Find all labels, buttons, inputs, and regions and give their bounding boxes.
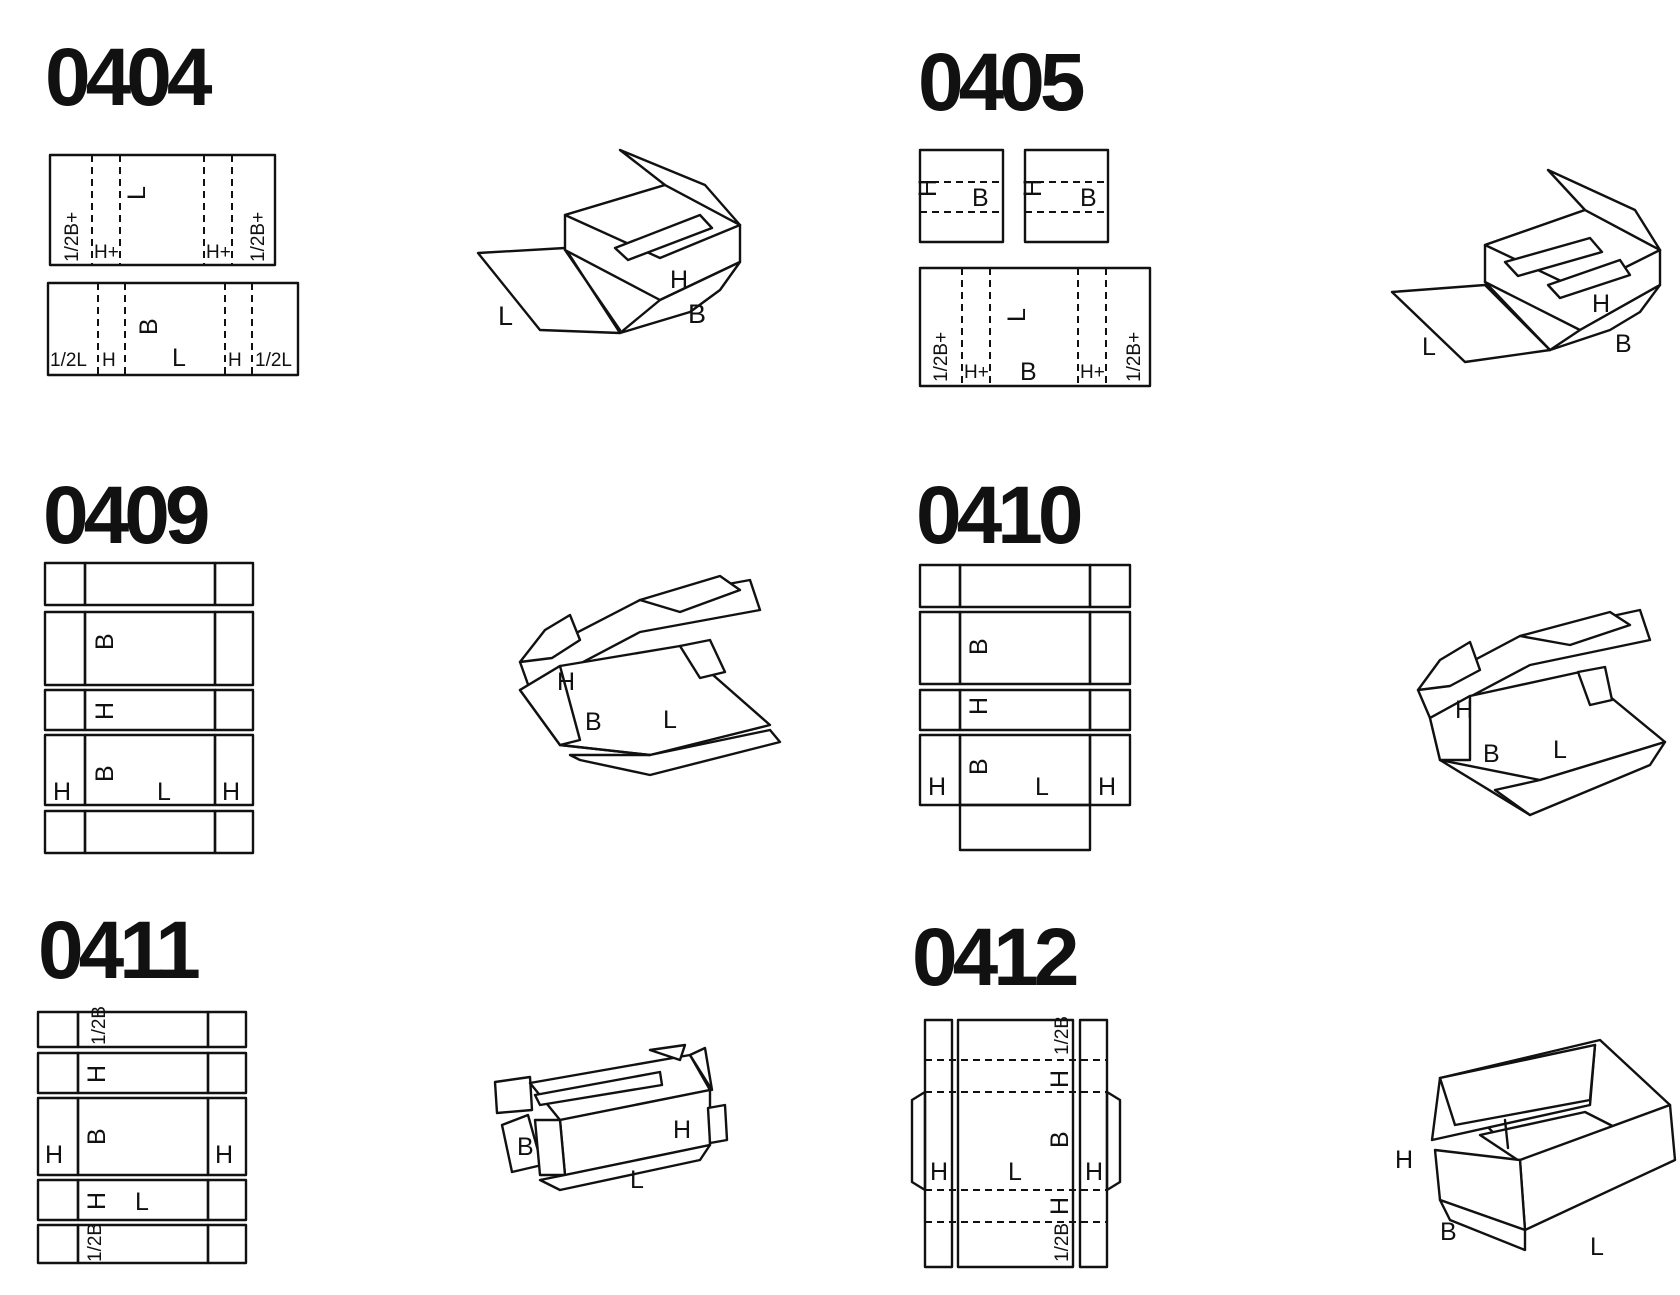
label-H: H — [45, 1141, 63, 1169]
flat-blank-top: L 1/2B+ 1/2B+ H+ H+ — [48, 153, 277, 267]
box-illustration: H B L — [1416, 608, 1667, 817]
label-L: L — [1422, 333, 1436, 361]
label-H: H — [83, 1192, 111, 1210]
label-B: B — [517, 1133, 534, 1161]
label-half-b: 1/2B — [1052, 1223, 1073, 1262]
box-illustration: B H L — [493, 1043, 729, 1194]
label-B: B — [91, 765, 119, 782]
label-h-plus: H+ — [206, 242, 231, 263]
label-B: B — [1020, 358, 1037, 386]
label-H: H — [102, 350, 116, 371]
label-L: L — [123, 186, 151, 200]
label-B: B — [972, 184, 989, 212]
label-half-b-plus: 1/2B+ — [62, 212, 83, 262]
flat-blank-bottom: B 1/2L H L H 1/2L — [46, 281, 300, 377]
label-H: H — [1455, 696, 1473, 724]
style-code: 0410 — [916, 470, 1081, 561]
box-illustration: H B L — [1395, 1038, 1677, 1261]
style-0404: 0404 L 1/2B+ 1/2B+ H+ H+ B 1/2L H L H 1/… — [45, 32, 742, 377]
label-L: L — [630, 1166, 644, 1194]
label-H: H — [83, 1065, 111, 1083]
flat-blank: B H B H L H — [918, 563, 1132, 852]
flat-blank: 1/2B H B H 1/2B H H L — [36, 1006, 248, 1265]
label-half-b: 1/2B — [85, 1223, 106, 1262]
label-half-b-plus: 1/2B+ — [1124, 332, 1145, 382]
label-L: L — [1003, 308, 1031, 322]
style-code: 0404 — [45, 32, 213, 123]
label-H: H — [1592, 290, 1610, 318]
label-half-b: 1/2B — [89, 1006, 110, 1045]
label-H: H — [1046, 1070, 1074, 1088]
style-0411: 0411 1/2B H B H 1/2B H H L — [36, 905, 729, 1265]
label-H: H — [1019, 179, 1047, 197]
label-half-l: 1/2L — [50, 350, 87, 371]
label-B: B — [1046, 1131, 1074, 1148]
label-B: B — [135, 318, 163, 335]
label-B: B — [1080, 184, 1097, 212]
label-half-b-plus: 1/2B+ — [931, 332, 952, 382]
label-L: L — [498, 301, 513, 331]
style-0412: 0412 1/2B H B H 1/2B H L H — [910, 912, 1677, 1269]
label-L: L — [172, 344, 186, 372]
label-B: B — [1483, 740, 1500, 768]
label-H: H — [1046, 1197, 1074, 1215]
label-half-b-plus: 1/2B+ — [248, 212, 269, 262]
label-B: B — [965, 758, 993, 775]
flat-blank: 1/2B H B H 1/2B H L H — [910, 1016, 1122, 1269]
label-H: H — [670, 266, 688, 294]
label-H: H — [965, 697, 993, 715]
style-0409: 0409 B H B H L H — [43, 470, 782, 855]
label-B: B — [1615, 330, 1632, 358]
label-h-plus: H+ — [94, 242, 119, 263]
style-code: 0412 — [912, 912, 1077, 1003]
label-H: H — [914, 179, 942, 197]
label-H: H — [222, 778, 240, 806]
label-L: L — [1035, 773, 1049, 801]
label-h-plus: H+ — [1080, 362, 1105, 383]
label-B: B — [1440, 1218, 1457, 1246]
label-H: H — [228, 350, 242, 371]
label-B: B — [688, 299, 706, 329]
label-H: H — [928, 773, 946, 801]
box-illustration: H B L — [518, 574, 782, 777]
style-code: 0409 — [43, 470, 208, 561]
label-half-b: 1/2B — [1052, 1016, 1073, 1055]
label-H: H — [1085, 1158, 1103, 1186]
label-H: H — [673, 1116, 691, 1144]
label-L: L — [1553, 736, 1567, 764]
label-half-l: 1/2L — [255, 350, 292, 371]
flat-blank-end-right: H B — [1019, 148, 1110, 244]
label-H: H — [53, 778, 71, 806]
label-B: B — [91, 633, 119, 650]
style-0405: 0405 H B H B L B 1/2B+ 1/2B+ H+ H+ — [914, 37, 1662, 388]
flat-blank-body: L B 1/2B+ 1/2B+ H+ H+ — [918, 266, 1152, 388]
box-illustration: L H B — [1390, 168, 1662, 364]
style-code: 0411 — [38, 905, 199, 996]
label-L: L — [135, 1188, 149, 1216]
label-H: H — [215, 1141, 233, 1169]
label-h-plus: H+ — [964, 362, 989, 383]
label-L: L — [1008, 1158, 1022, 1186]
label-B: B — [585, 708, 602, 736]
flat-blank-end-left: H B — [914, 148, 1005, 244]
label-L: L — [157, 778, 171, 806]
box-illustration: L H B — [476, 148, 742, 335]
label-H: H — [1395, 1146, 1413, 1174]
style-code: 0405 — [918, 37, 1084, 128]
label-H: H — [91, 702, 119, 720]
label-L: L — [1590, 1233, 1604, 1261]
style-0410: 0410 B H B H L H — [916, 470, 1667, 852]
label-H: H — [930, 1158, 948, 1186]
label-B: B — [83, 1128, 111, 1145]
label-H: H — [557, 668, 575, 696]
label-L: L — [663, 706, 677, 734]
label-H: H — [1098, 773, 1116, 801]
flat-blank: B H B H L H — [43, 561, 255, 855]
label-B: B — [965, 638, 993, 655]
